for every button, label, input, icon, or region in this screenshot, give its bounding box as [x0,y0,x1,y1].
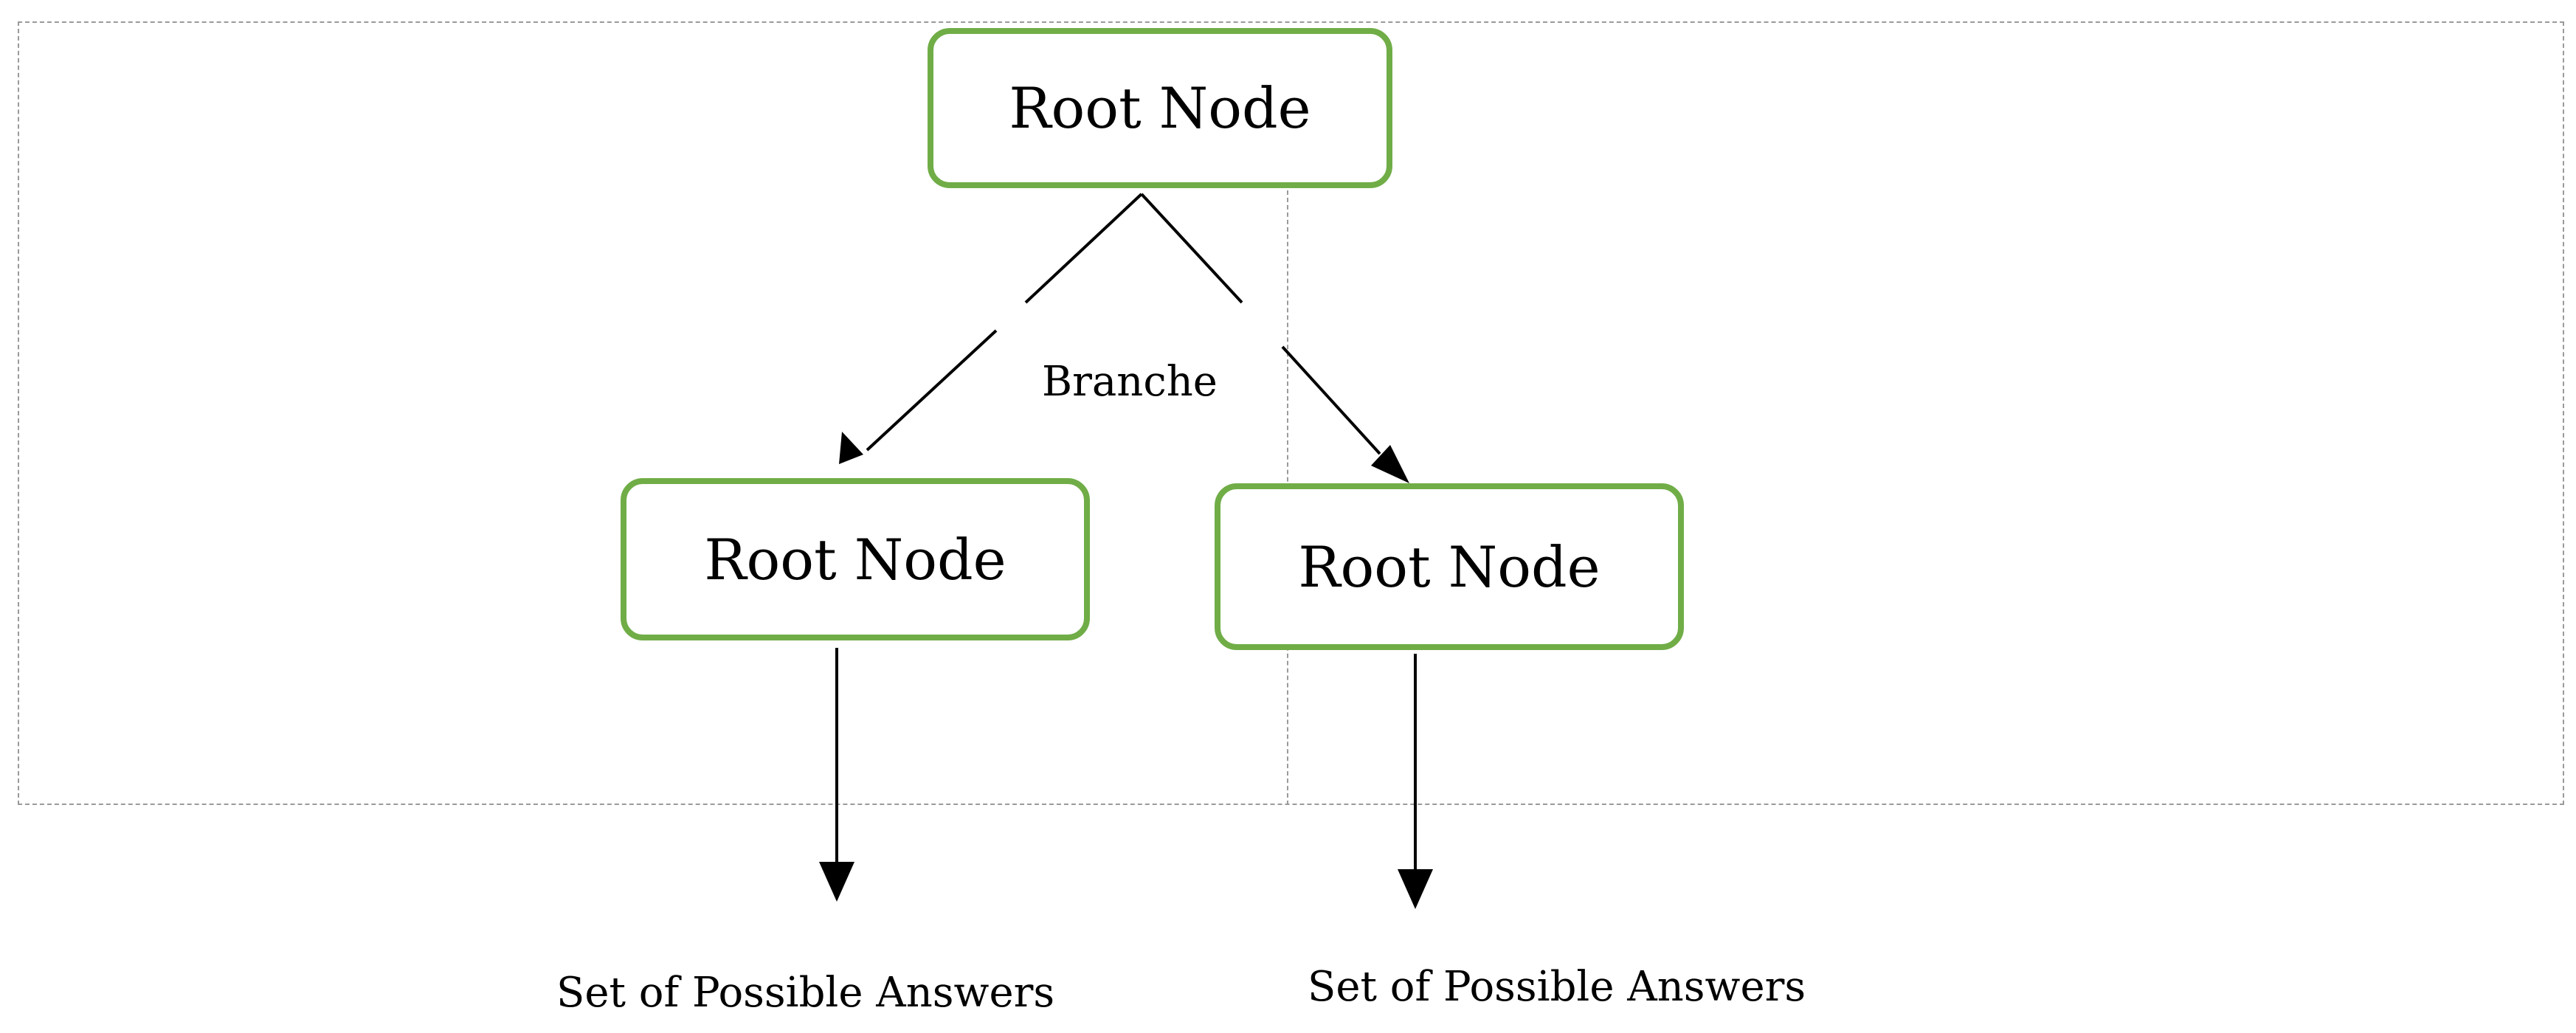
root-node: Root Node [928,28,1392,188]
left-branch-arrowhead [839,432,863,464]
right-answer-label: Set of Possible Answers [1308,963,1806,1011]
root-node-label: Root Node [1009,75,1311,141]
left-answer-arrowhead [819,862,854,902]
right-branch-arrowhead [1371,445,1409,483]
right-answer-arrowhead [1398,869,1433,909]
right-child-node-label: Root Node [1298,533,1600,600]
right-child-node: Root Node [1215,483,1684,650]
left-branch-line-lower [866,329,998,452]
right-branch-line-upper [1140,193,1243,304]
dashed-frame [18,21,2564,805]
left-branch-line-upper [1024,193,1143,304]
left-child-node-label: Root Node [704,526,1006,592]
left-child-node: Root Node [621,478,1090,640]
left-answer-label: Set of Possible Answers [556,969,1055,1017]
branch-label: Branche [1042,358,1218,406]
right-branch-line-lower [1281,345,1381,455]
